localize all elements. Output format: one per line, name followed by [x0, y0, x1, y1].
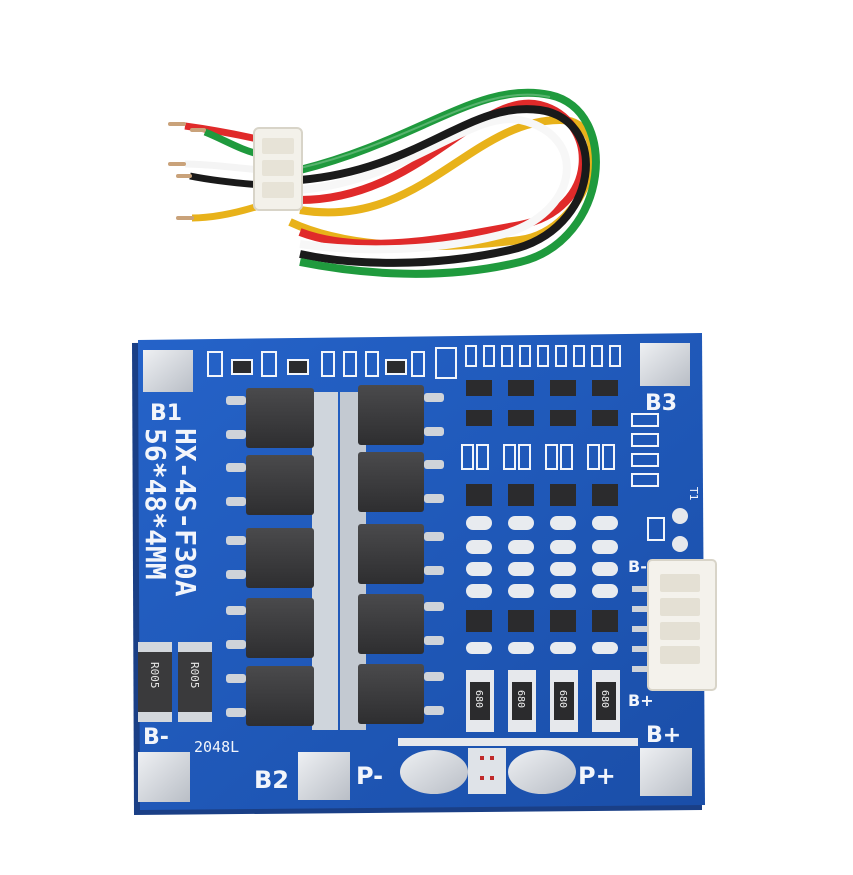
pad-b1 [143, 350, 193, 392]
mosfet-column-right [358, 385, 444, 724]
shunt-label-2: R005 [188, 662, 201, 689]
label-bminus: B- [143, 725, 169, 750]
label-b3: B3 [645, 391, 677, 416]
pad-bminus [138, 752, 190, 802]
balance-channels: 680 680 680 680 [461, 380, 620, 732]
mosfet-column-left [226, 388, 314, 726]
wire-green [299, 88, 600, 278]
pad-b3 [640, 343, 690, 386]
label-pplus: P+ [578, 762, 616, 790]
pad-pminus [400, 750, 468, 794]
balance-wire-harness [168, 88, 600, 278]
jst-connector [253, 127, 303, 211]
lead-white [184, 160, 263, 174]
label-b2: B2 [254, 766, 289, 794]
wire-white [299, 115, 571, 254]
model-text: HX-4S-F30A [169, 428, 202, 597]
shunt-label-1: R005 [148, 662, 161, 689]
pad-b2 [298, 752, 350, 800]
label-conn-bplus: B+ [628, 691, 654, 710]
right-side-parts [631, 413, 688, 552]
date-code: 2048L [194, 738, 239, 756]
pad-bplus [640, 748, 692, 796]
lead-black [189, 172, 263, 189]
shunt-resistors: R005 R005 [138, 642, 212, 722]
solder-pads [138, 343, 692, 802]
top-smd-row [207, 345, 621, 379]
balance-res-label-2: 680 [515, 690, 526, 708]
label-t1: T1 [687, 486, 700, 501]
wire-black [299, 105, 590, 267]
balance-res-label-4: 680 [599, 690, 610, 708]
bms-board: B1 B3 B- B2 B+ P- P+ 2048L HX-4S-F30A 56… [132, 333, 717, 815]
board-balance-connector [632, 559, 717, 691]
balance-res-label-1: 680 [473, 690, 484, 708]
lead-yellow [191, 201, 264, 222]
label-b1: B1 [150, 401, 182, 426]
pad-pplus [508, 750, 576, 794]
label-bplus: B+ [646, 723, 681, 748]
label-conn-bminus: B- [628, 557, 647, 576]
balance-res-label-3: 680 [557, 690, 568, 708]
label-pminus: P- [356, 762, 383, 790]
size-text: 56*48*4MM [139, 428, 172, 580]
